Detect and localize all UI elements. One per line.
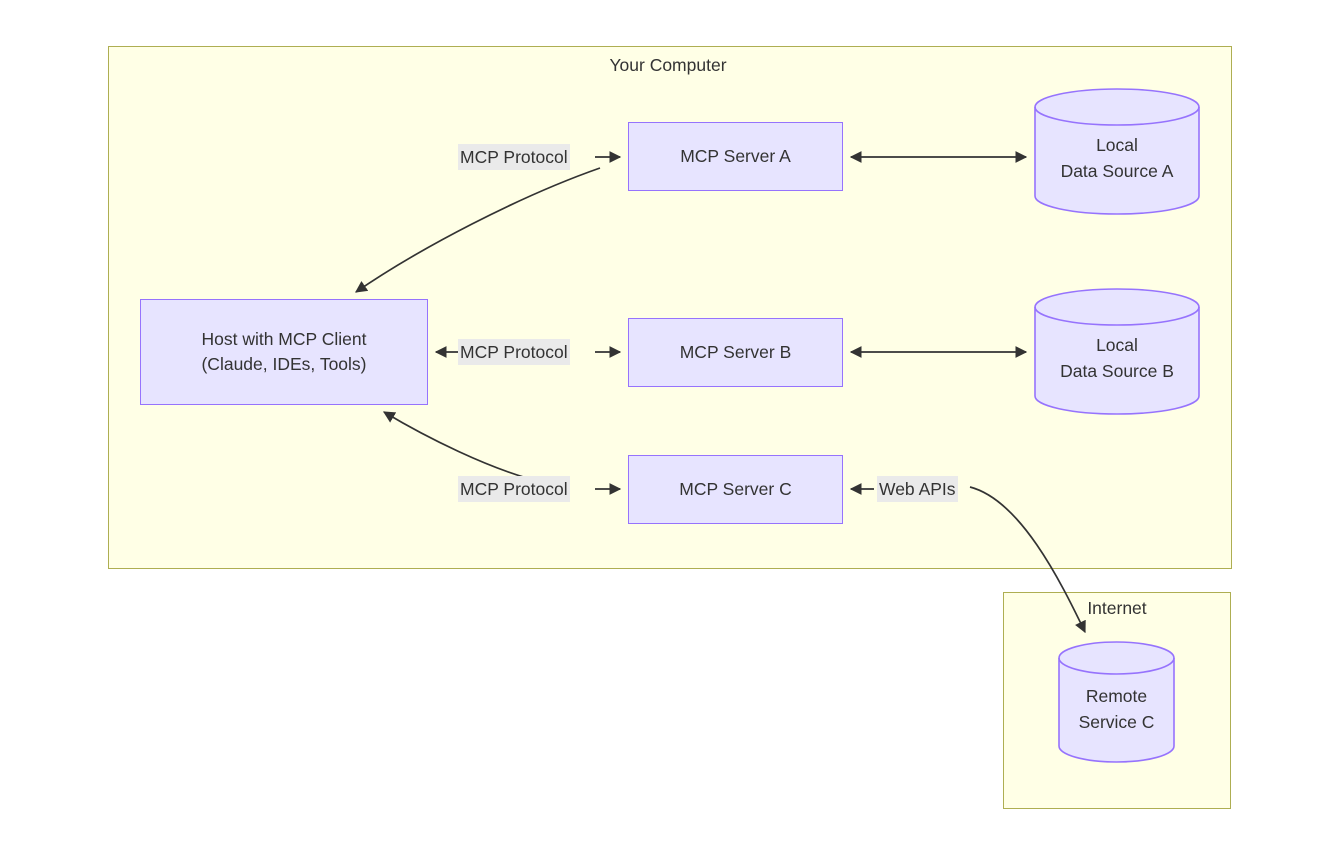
node-mcp-server-a[interactable]: MCP Server A xyxy=(628,122,843,191)
node-local-data-source-a[interactable]: Local Data Source A xyxy=(1034,88,1200,215)
host-label-line-1: Host with MCP Client xyxy=(201,328,367,349)
mcp-server-c-label: MCP Server C xyxy=(679,478,792,499)
mcp-server-b-label: MCP Server B xyxy=(679,341,792,362)
node-mcp-server-c[interactable]: MCP Server C xyxy=(628,455,843,524)
cylinder-shape-b xyxy=(1034,288,1200,415)
node-local-data-source-b[interactable]: Local Data Source B xyxy=(1034,288,1200,415)
container-internet-label: Internet xyxy=(1087,598,1147,618)
host-label-line-2: (Claude, IDEs, Tools) xyxy=(201,354,367,374)
edge-label-mcp-protocol-a: MCP Protocol xyxy=(458,144,570,170)
cylinder-shape-a xyxy=(1034,88,1200,215)
container-your-computer-label: Your Computer xyxy=(609,55,727,75)
node-mcp-server-b[interactable]: MCP Server B xyxy=(628,318,843,387)
edge-label-web-apis: Web APIs xyxy=(877,476,958,502)
edge-label-mcp-protocol-b: MCP Protocol xyxy=(458,339,570,365)
cylinder-shape-c xyxy=(1058,641,1175,763)
node-remote-service-c[interactable]: Remote Service C xyxy=(1058,641,1175,763)
edge-label-mcp-protocol-c: MCP Protocol xyxy=(458,476,570,502)
mcp-server-a-label: MCP Server A xyxy=(680,145,791,166)
node-host-with-mcp-client[interactable]: Host with MCP Client (Claude, IDEs, Tool… xyxy=(140,299,428,405)
